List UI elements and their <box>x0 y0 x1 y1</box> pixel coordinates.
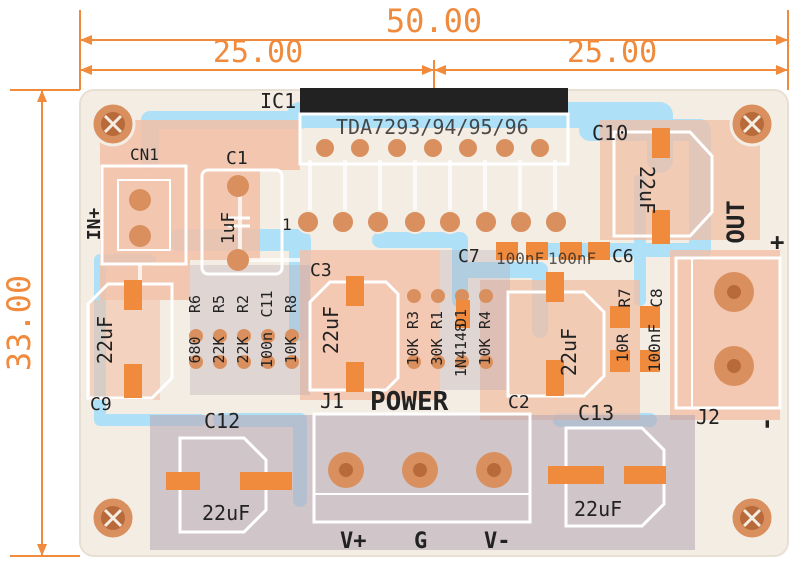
j2-title: OUT <box>722 200 750 243</box>
right-ref: D1 <box>452 309 470 327</box>
c10 <box>612 128 714 244</box>
c9-ref: C9 <box>90 394 112 415</box>
resistor-bank-left <box>189 329 299 369</box>
ic1 <box>296 88 570 234</box>
resistor-value: 680 <box>186 336 204 363</box>
j1-title: POWER <box>370 387 449 417</box>
j2-plus: + <box>770 228 784 256</box>
ic1-value: TDA7293/94/95/96 <box>336 115 529 139</box>
ic1-ref: IC1 <box>260 89 296 113</box>
j1-pin: V+ <box>340 529 367 554</box>
right-value: 30K <box>428 338 446 365</box>
right-ref: R1 <box>428 311 446 329</box>
c8-ref: C8 <box>647 288 666 307</box>
cn1-ref: CN1 <box>130 145 159 164</box>
c1-value: 1uF <box>218 212 239 245</box>
j1-ref: J1 <box>320 389 344 413</box>
dimensions <box>10 10 789 557</box>
resistor-ref: C11 <box>258 290 276 317</box>
cn1 <box>100 164 188 266</box>
c12-value: 22uF <box>202 501 250 525</box>
ic1-pin1: 1 <box>282 215 292 234</box>
c13-value: 22uF <box>574 497 622 521</box>
resistor-value: 22K <box>210 336 228 363</box>
r7-value: 10R <box>613 333 632 362</box>
cn1-label: IN+ <box>84 208 105 241</box>
resistor-ref: R8 <box>282 295 300 313</box>
c3-value: 22uF <box>319 306 343 354</box>
dim-half-right: 25.00 <box>567 35 657 70</box>
right-ref: R3 <box>404 311 422 329</box>
c6-ref: C6 <box>612 246 634 267</box>
c2 <box>506 272 606 398</box>
resistor-ref: R5 <box>210 295 228 313</box>
dim-half-left: 25.00 <box>213 35 303 70</box>
c12 <box>166 436 292 534</box>
r7-c8 <box>610 306 660 372</box>
j1 <box>312 412 532 524</box>
c7-c6 <box>496 242 610 260</box>
c10-ref: C10 <box>592 121 628 145</box>
c3-ref: C3 <box>310 260 332 281</box>
c7-ref: C7 <box>458 246 480 267</box>
c7-value: 100nF <box>496 249 544 268</box>
resistor-value: 10K <box>282 336 300 363</box>
c13-ref: C13 <box>578 401 614 425</box>
c13 <box>548 426 666 528</box>
resistor-ref: R2 <box>234 295 252 313</box>
c9 <box>86 280 174 400</box>
resistor-value: 100n <box>258 332 276 368</box>
j2 <box>674 256 782 410</box>
j2-minus: - <box>752 417 780 431</box>
right-ref: R4 <box>476 311 494 329</box>
c1-ref: C1 <box>226 148 248 169</box>
c3 <box>308 276 400 392</box>
j2-ref: J2 <box>696 405 720 429</box>
right-value: 10K <box>476 338 494 365</box>
c8-value: 100nF <box>645 324 664 372</box>
c10-value: 22uF <box>635 166 659 214</box>
c6-value: 100nF <box>548 249 596 268</box>
dim-height: 33.00 <box>0 275 38 371</box>
dim-total-width: 50.00 <box>386 2 482 40</box>
mounting-holes <box>90 101 775 541</box>
j1-pin: G <box>414 529 427 554</box>
r7-ref: R7 <box>615 288 634 307</box>
c2-ref: C2 <box>508 392 530 413</box>
c9-value: 22uF <box>93 316 117 364</box>
resistor-ref: R6 <box>186 295 204 313</box>
top-traces <box>138 160 557 300</box>
right-value: 1N4148 <box>452 323 470 377</box>
j1-pin: V- <box>484 529 511 554</box>
resistor-value: 22K <box>234 336 252 363</box>
c2-value: 22uF <box>557 328 581 376</box>
c12-ref: C12 <box>204 409 240 433</box>
right-value: 10K <box>404 338 422 365</box>
c1 <box>200 168 284 276</box>
resistor-bank-right <box>407 289 493 369</box>
